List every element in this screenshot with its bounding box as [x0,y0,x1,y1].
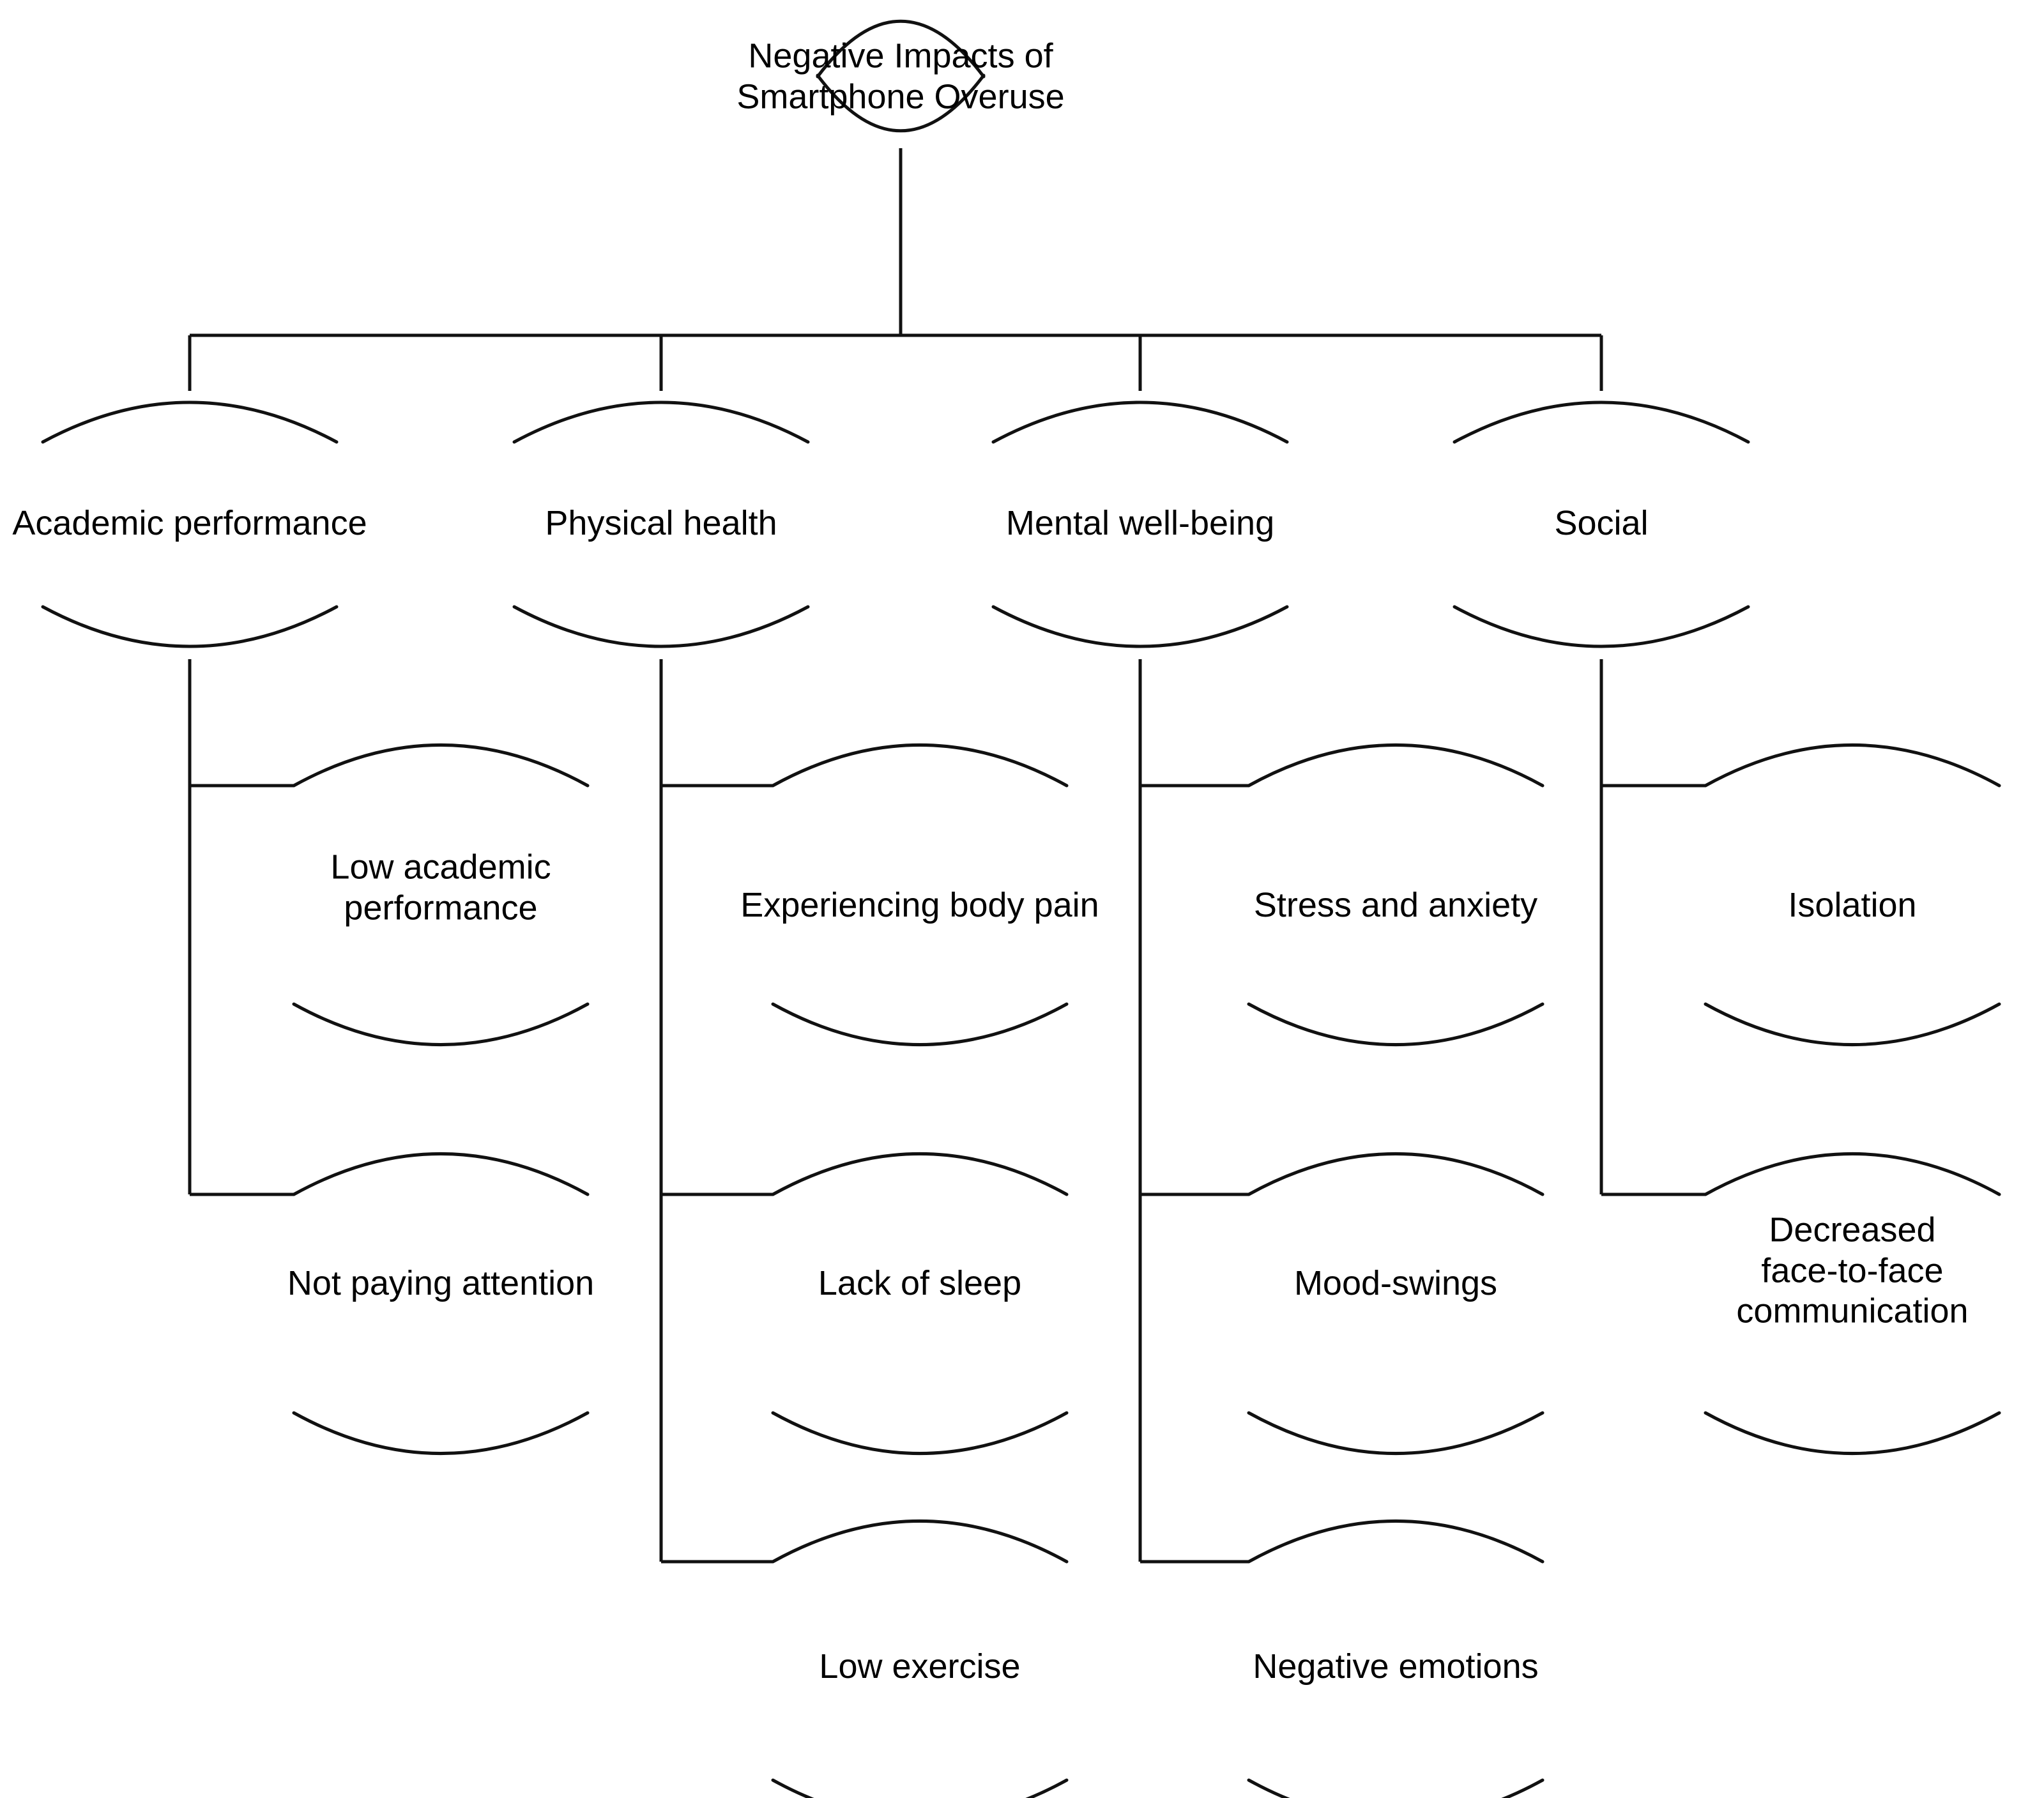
branch-node-bottom-arc-academic-performance [41,605,339,648]
child-node-bottom-arc-decreased-face-to-face-communication [1704,1411,2001,1455]
child-node-bottom-arc-lack-of-sleep [771,1411,1069,1455]
child-node-top-arc-stress-and-anxiety [1247,743,1544,788]
child-node-top-arc-isolation [1704,743,2001,788]
child-label-stress-and-anxiety: Stress and anxiety [1253,886,1538,925]
branch-label-mental-well-being: Mental well-being [1005,504,1275,543]
branch-node-bottom-arc-physical-health [512,605,810,648]
child-node-bottom-arc-low-exercise [771,1778,1069,1798]
branch-node-top-arc-mental-well-being [991,400,1289,444]
child-label-isolation: Isolation [1788,886,1917,925]
branch-node-top-arc-academic-performance [41,400,339,444]
child-label-negative-emotions: Negative emotions [1253,1647,1539,1686]
connector-lines [188,148,1705,1564]
child-node-top-arc-negative-emotions [1247,1520,1544,1564]
child-node-top-arc-not-paying-attention [292,1152,590,1196]
child-node-bottom-arc-negative-emotions [1247,1778,1544,1798]
child-label-not-paying-attention: Not paying attention [287,1264,595,1303]
child-node-top-arc-low-exercise [771,1520,1069,1564]
node-shapes [41,19,2001,1798]
child-node-top-arc-mood-swings [1247,1152,1544,1196]
root-node-top-arc [816,19,986,79]
branch-node-top-arc-social [1453,400,1750,444]
branch-node-bottom-arc-mental-well-being [991,605,1289,648]
branch-node-top-arc-physical-health [512,400,810,444]
child-node-bottom-arc-mood-swings [1247,1411,1544,1455]
child-label-lack-of-sleep: Lack of sleep [818,1264,1022,1303]
child-node-top-arc-decreased-face-to-face-communication [1704,1152,2001,1196]
child-label-decreased-face-to-face-communication: Decreased face-to-face communication [1736,1210,1969,1330]
child-node-bottom-arc-not-paying-attention [292,1411,590,1455]
root-node-bottom-arc [816,73,986,133]
child-node-bottom-arc-experiencing-body-pain [771,1002,1069,1046]
root-node-label: Negative Impacts of Smartphone Overuse [736,36,1065,116]
child-label-mood-swings: Mood-swings [1293,1264,1498,1303]
child-label-experiencing-body-pain: Experiencing body pain [740,886,1099,925]
child-node-bottom-arc-low-academic-performance [292,1002,590,1046]
branch-label-physical-health: Physical health [545,504,777,543]
child-label-low-academic-performance: Low academic performance [330,848,551,927]
branch-label-academic-performance: Academic performance [12,504,367,543]
child-node-top-arc-experiencing-body-pain [771,743,1069,788]
child-node-top-arc-low-academic-performance [292,743,590,788]
branch-label-social: Social [1554,504,1649,543]
child-node-top-arc-lack-of-sleep [771,1152,1069,1196]
child-node-bottom-arc-stress-and-anxiety [1247,1002,1544,1046]
child-node-bottom-arc-isolation [1704,1002,2001,1046]
branch-node-bottom-arc-social [1453,605,1750,648]
child-label-low-exercise: Low exercise [819,1647,1021,1686]
